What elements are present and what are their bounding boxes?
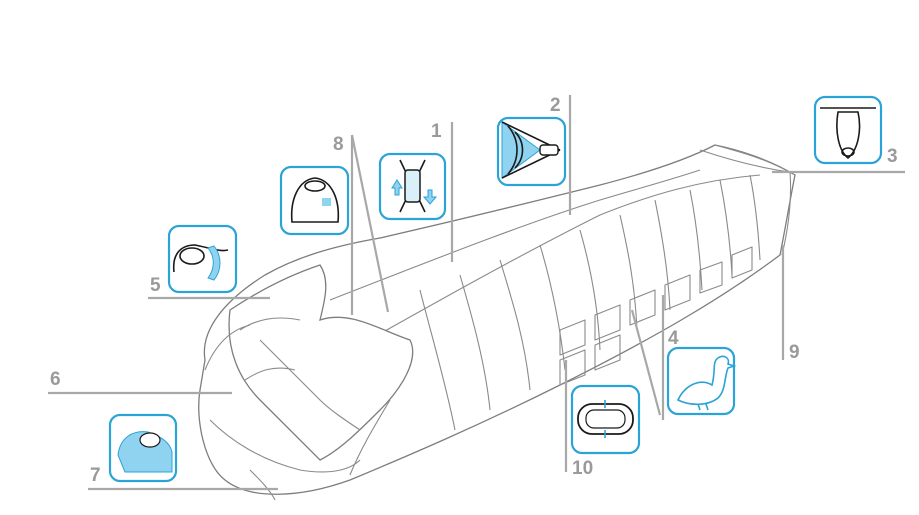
callout-2: 2 xyxy=(550,95,561,116)
zipper-baffle-icon xyxy=(496,116,567,187)
callout-1: 1 xyxy=(431,121,442,142)
leader-lines xyxy=(48,95,905,491)
callout-8: 8 xyxy=(333,134,344,155)
callout-7: 7 xyxy=(90,465,101,486)
baffle-section-icon xyxy=(570,384,641,455)
sleeping-bag-illustration xyxy=(198,144,796,501)
callout-9: 9 xyxy=(789,342,800,363)
leader-4b xyxy=(630,309,662,416)
zipper-slider-icon xyxy=(378,152,447,221)
callout-4: 4 xyxy=(668,328,679,349)
callout-6: 6 xyxy=(50,369,61,390)
footbox-icon xyxy=(813,95,883,165)
sleeper-side-icon xyxy=(167,224,238,294)
callout-10: 10 xyxy=(572,458,594,479)
hood-collar xyxy=(228,264,414,461)
hood-drawcord-icon xyxy=(108,413,178,483)
leader-8b xyxy=(350,134,390,313)
hood-pillow-icon xyxy=(279,165,350,236)
down-duck-icon xyxy=(666,346,737,416)
callout-5: 5 xyxy=(150,275,161,296)
callout-3: 3 xyxy=(887,146,898,167)
